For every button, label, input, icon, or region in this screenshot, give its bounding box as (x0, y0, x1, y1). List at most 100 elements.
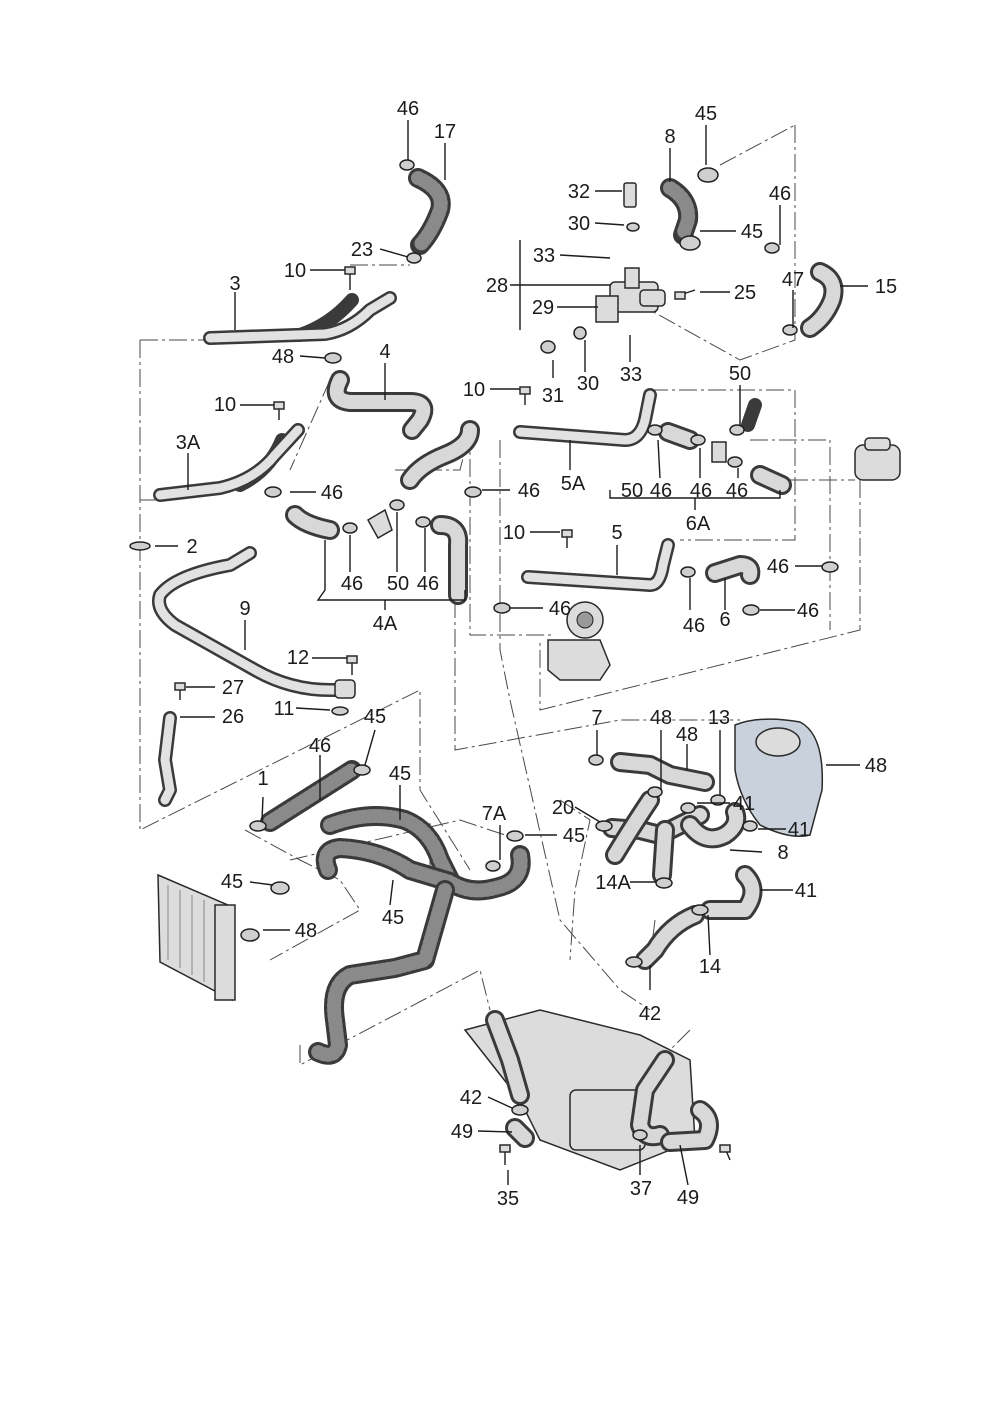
callout-label: 48 (865, 755, 887, 777)
callout-label: 45 (741, 221, 763, 243)
callout-label: 50 (729, 363, 751, 385)
callout-label: 33 (620, 364, 642, 386)
callout-label: 49 (677, 1187, 699, 1209)
hose-4A-parts (285, 420, 480, 605)
callout-label: 10 (214, 394, 236, 416)
callout-label: 5A (561, 473, 586, 495)
pipe-3 (203, 291, 397, 345)
callout-label: 11 (274, 698, 295, 720)
callout-label: 42 (460, 1087, 482, 1109)
coolant-flange-28 (595, 182, 666, 323)
callout-label: 42 (639, 1003, 661, 1025)
hose-1 (260, 760, 362, 832)
callout-label: 13 (708, 707, 730, 729)
callout-label: 46 (797, 600, 819, 622)
callout-label: 10 (463, 379, 485, 401)
callout-label: 41 (788, 819, 810, 841)
callout-label: 14A (595, 872, 631, 894)
callout-label: 29 (532, 297, 554, 319)
screws (174, 266, 731, 1165)
callout-label: 10 (284, 260, 306, 282)
callout-label: 48 (676, 724, 698, 746)
callout-label: 35 (497, 1188, 519, 1210)
callout-label: 46 (518, 480, 540, 502)
hose-clamps (129, 159, 839, 1141)
callout-label: 47 (782, 269, 804, 291)
callout-label: 48 (650, 707, 672, 729)
callout-label: 46 (309, 735, 331, 757)
callout-label: 25 (734, 282, 756, 304)
pipe-5 (521, 538, 675, 592)
leader-lines (155, 120, 868, 1186)
callout-label: 20 (552, 797, 574, 819)
callout-label: 26 (222, 706, 244, 728)
callout-label: 10 (503, 522, 525, 544)
pipe-5A (513, 388, 657, 447)
callout-label: 4 (379, 341, 390, 363)
hose-6 (705, 555, 761, 585)
callout-label: 46 (767, 556, 789, 578)
callout-label: 41 (795, 880, 817, 902)
callout-label: 45 (695, 103, 717, 125)
hose-14 (635, 865, 763, 970)
pipe-9 (152, 546, 356, 699)
hose-15 (800, 262, 844, 338)
callout-label: 48 (272, 346, 294, 368)
callout-label: 37 (630, 1178, 652, 1200)
pipe-3A (153, 423, 305, 502)
callout-label: 50 (621, 480, 643, 502)
callout-label: 15 (875, 276, 897, 298)
callout-label: 48 (295, 920, 317, 942)
callout-label: 30 (568, 213, 590, 235)
callout-label: 46 (341, 573, 363, 595)
expansion-tank-cap (854, 437, 901, 481)
callout-label: 46 (549, 598, 571, 620)
callout-label: 23 (351, 239, 373, 261)
callout-label: 41 (733, 793, 755, 815)
callout-label: 9 (239, 598, 250, 620)
callout-label: 46 (769, 183, 791, 205)
callout-label: 28 (486, 275, 508, 297)
callout-label: 7A (482, 803, 507, 825)
callout-label: 46 (726, 480, 748, 502)
hose-8-top (660, 178, 699, 245)
callout-label: 3A (176, 432, 201, 454)
callout-label: 4A (373, 613, 398, 635)
callout-label: 7 (591, 707, 602, 729)
callout-label: 12 (287, 647, 309, 669)
callout-label: 46 (683, 615, 705, 637)
callout-label: 2 (186, 536, 197, 558)
callout-label: 8 (777, 842, 788, 864)
callout-label: 1 (257, 768, 268, 790)
hose-17 (408, 168, 451, 255)
callout-labels: 46 17 23 10 3 48 4 10 3A 46 2 46 50 46 4… (176, 98, 897, 1210)
callout-label: 3 (229, 273, 240, 295)
callout-label: 46 (417, 573, 439, 595)
callout-label: 46 (690, 480, 712, 502)
callout-label: 50 (387, 573, 409, 595)
callout-label: 49 (451, 1121, 473, 1143)
callout-label: 31 (542, 385, 564, 407)
hose-7 (308, 838, 531, 1065)
callout-label: 33 (533, 245, 555, 267)
callout-label: 6A (686, 513, 711, 535)
hose-26 (158, 711, 177, 807)
hose-4 (326, 370, 434, 440)
callout-label: 5 (611, 522, 622, 544)
hose-7A (320, 806, 460, 890)
callout-label: 45 (221, 871, 243, 893)
radiator (157, 873, 236, 1002)
expansion-tank-20 (734, 718, 824, 837)
callout-label: 6 (719, 609, 730, 631)
callout-label: 45 (563, 825, 585, 847)
callout-label: 45 (389, 763, 411, 785)
callout-label: 27 (222, 677, 244, 699)
reference-lines (139, 124, 861, 1066)
callout-label: 46 (321, 482, 343, 504)
callout-label: 17 (434, 121, 456, 143)
hose-14A (605, 790, 747, 885)
callout-label: 45 (382, 907, 404, 929)
callout-label: 45 (364, 706, 386, 728)
callout-label: 46 (650, 480, 672, 502)
